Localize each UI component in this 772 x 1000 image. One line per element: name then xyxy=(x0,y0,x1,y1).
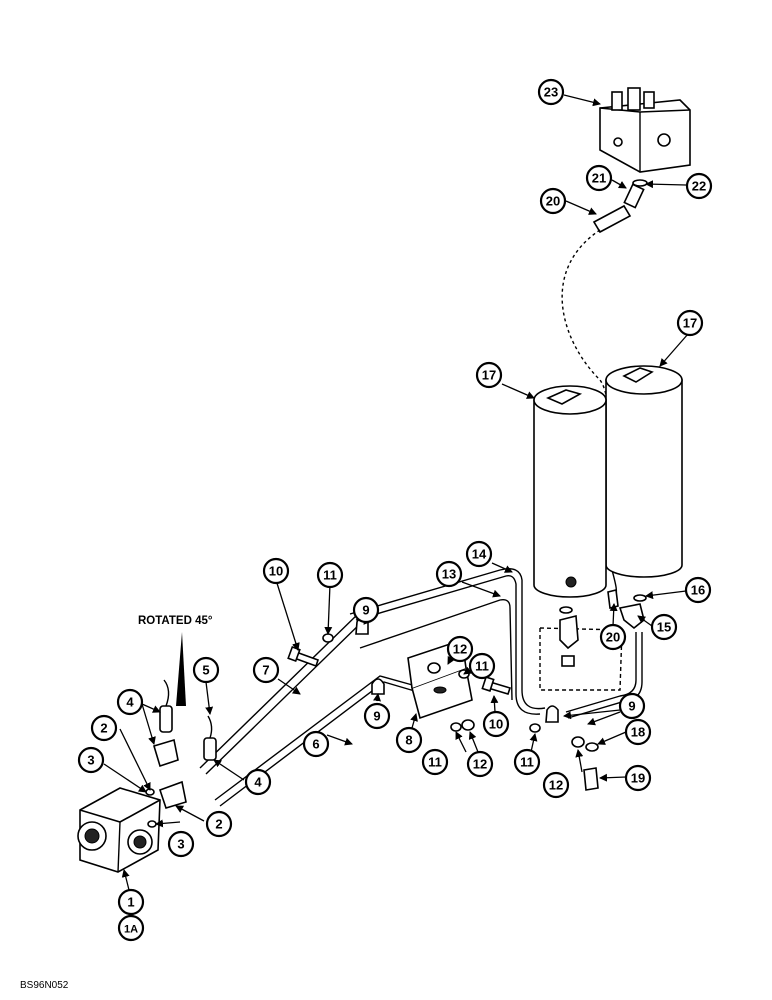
callout-11: 11 xyxy=(513,748,541,776)
callout-label: 3 xyxy=(177,837,184,852)
callout-11: 11 xyxy=(421,748,449,776)
callout-19: 19 xyxy=(624,764,652,792)
callout-label: 21 xyxy=(592,171,606,186)
callout-label: 9 xyxy=(362,603,369,618)
callout-16: 16 xyxy=(684,576,712,604)
callout-label: 5 xyxy=(202,663,209,678)
callout-20: 20 xyxy=(539,187,567,215)
callout-11: 11 xyxy=(468,652,496,680)
callout-label: 1A xyxy=(124,924,138,936)
callout-label: 12 xyxy=(453,642,467,657)
cap xyxy=(203,737,217,761)
callout-12: 12 xyxy=(446,635,474,663)
callout-label: 4 xyxy=(126,695,134,710)
callout-label: 18 xyxy=(631,725,645,740)
control-valve xyxy=(77,787,161,873)
bolt xyxy=(583,767,599,791)
callout-label: 3 xyxy=(87,753,94,768)
callout-label: 2 xyxy=(215,817,222,832)
clamp xyxy=(545,705,559,723)
callout-10: 10 xyxy=(482,710,510,738)
callout-label: 23 xyxy=(544,85,558,100)
callout-label: 8 xyxy=(405,733,412,748)
fitting xyxy=(618,603,645,630)
callout-9: 9 xyxy=(352,596,380,624)
accumulator-left xyxy=(533,385,607,598)
callout-4: 4 xyxy=(116,688,144,716)
callout-label: 20 xyxy=(606,630,620,645)
callout-6: 6 xyxy=(302,730,330,758)
callout-11: 11 xyxy=(316,561,344,589)
callout-label: 1 xyxy=(127,895,134,910)
callout-2: 2 xyxy=(205,810,233,838)
callout-2: 2 xyxy=(90,714,118,742)
callout-label: 11 xyxy=(428,755,442,770)
callout-9: 9 xyxy=(618,692,646,720)
callout-label: 9 xyxy=(373,709,380,724)
callout-label: 10 xyxy=(269,564,283,579)
callout-22: 22 xyxy=(685,172,713,200)
callout-3: 3 xyxy=(77,746,105,774)
callout-label: 14 xyxy=(472,547,487,562)
callout-label: 9 xyxy=(628,699,635,714)
callout-21: 21 xyxy=(585,164,613,192)
callout-4: 4 xyxy=(244,768,272,796)
callout-15: 15 xyxy=(650,613,678,641)
callout-17: 17 xyxy=(676,309,704,337)
callout-20: 20 xyxy=(599,623,627,651)
drawing-code: BS96N052 xyxy=(20,980,69,991)
callout-5: 5 xyxy=(192,656,220,684)
callout-12: 12 xyxy=(466,750,494,778)
callout-label: 7 xyxy=(262,663,269,678)
callout-label: 19 xyxy=(631,771,645,786)
callout-13: 13 xyxy=(435,560,463,588)
callout-label: 16 xyxy=(691,583,705,598)
rotated-note: ROTATED 45° xyxy=(138,615,213,627)
fitting xyxy=(559,614,579,650)
callout-label: 6 xyxy=(312,737,319,752)
callout-label: 11 xyxy=(520,755,534,770)
callout-14: 14 xyxy=(465,540,493,568)
callout-label: 12 xyxy=(473,757,487,772)
callout-9: 9 xyxy=(363,702,391,730)
callout-23: 23 xyxy=(537,78,565,106)
callout-label: 11 xyxy=(475,659,489,674)
accumulator-right xyxy=(605,365,683,578)
callout-3: 3 xyxy=(167,830,195,858)
elbow-fitting xyxy=(158,780,187,809)
callout-label: 11 xyxy=(323,568,337,583)
callout-label: 4 xyxy=(254,775,262,790)
callout-label: 12 xyxy=(549,778,563,793)
clamp xyxy=(371,678,385,695)
callout-label: 2 xyxy=(100,721,107,736)
callout-label: 13 xyxy=(442,567,456,582)
callout-8: 8 xyxy=(395,726,423,754)
callout-17: 17 xyxy=(475,361,503,389)
valve-block xyxy=(599,87,691,173)
callout-12: 12 xyxy=(542,771,570,799)
callout-label: 20 xyxy=(546,194,560,209)
callout-10: 10 xyxy=(262,557,290,585)
callout-label: 10 xyxy=(489,717,503,732)
callout-1a: 1A xyxy=(117,914,145,942)
cap xyxy=(159,705,173,733)
callout-label: 22 xyxy=(692,179,706,194)
elbow-fitting xyxy=(153,738,179,768)
callout-label: 17 xyxy=(683,316,697,331)
callout-18: 18 xyxy=(624,718,652,746)
callout-1: 1 xyxy=(117,888,145,916)
callout-label: 15 xyxy=(657,620,671,635)
callout-7: 7 xyxy=(252,656,280,684)
callout-label: 17 xyxy=(482,368,496,383)
